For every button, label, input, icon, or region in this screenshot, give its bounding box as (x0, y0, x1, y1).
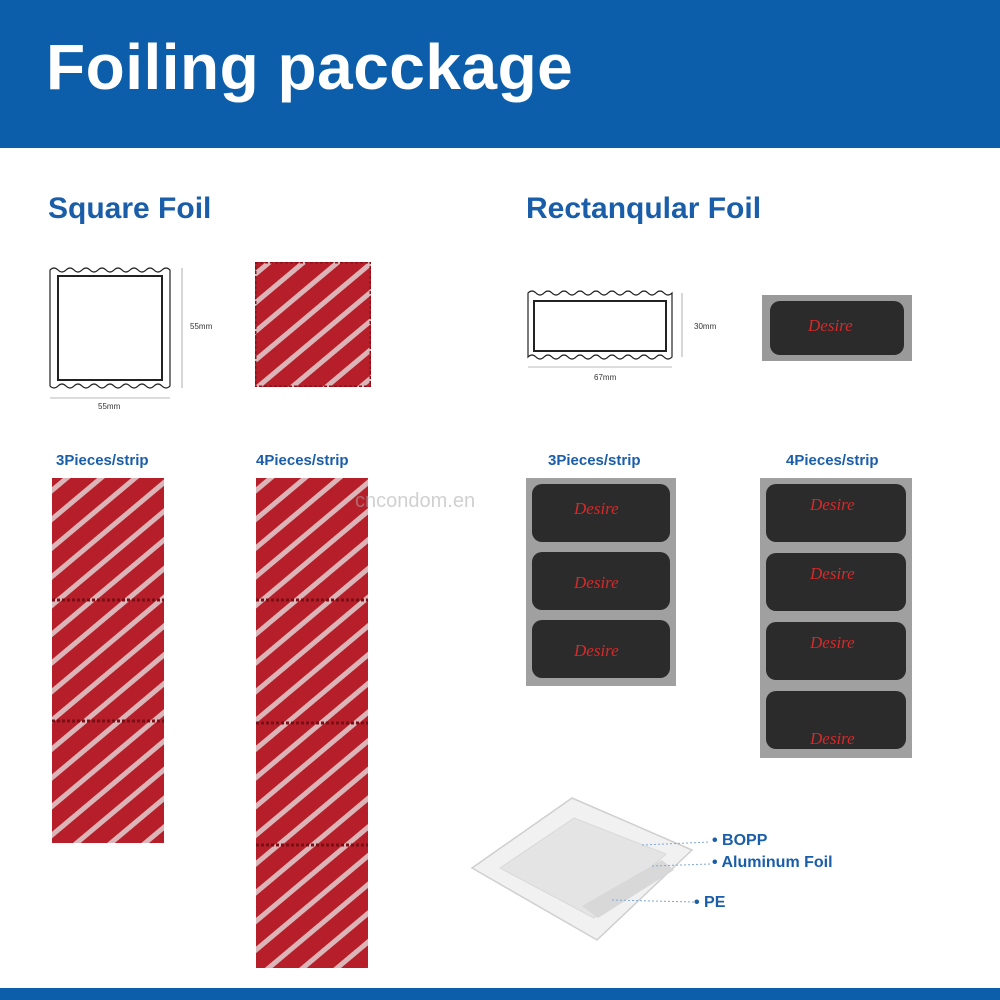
svg-text:Desire: Desire (573, 499, 619, 518)
square-foil-diagram (49, 267, 183, 399)
page-title: Foiling pacckage (46, 31, 574, 103)
square-strip4-label: 4Pieces/strip (256, 452, 349, 469)
square-width-label: 55mm (98, 402, 121, 411)
layer-label-bopp: • BOPP (712, 832, 768, 849)
header-banner: Foiling pacckage (0, 0, 1000, 148)
svg-text:Desire: Desire (573, 573, 619, 592)
watermark: cncondom.en (355, 490, 476, 512)
svg-text:Desire: Desire (809, 729, 855, 748)
svg-text:Desire: Desire (573, 641, 619, 660)
rect-strip3-label: 3Pieces/strip (548, 452, 641, 469)
svg-text:Desire: Desire (809, 633, 855, 652)
square-foil-title: Square Foil (48, 192, 212, 225)
svg-text:Desire: Desire (809, 495, 855, 514)
rect-foil-diagram (527, 290, 683, 368)
square-foil-single-photo (255, 262, 371, 387)
foil-layers-illustration (470, 797, 711, 941)
layer-label-aluminum-foil: • Aluminum Foil (712, 854, 833, 871)
svg-text:Desire: Desire (809, 564, 855, 583)
rect-foil-single-photo: Desire (762, 295, 912, 361)
desire-brand-text: Desire (807, 316, 853, 335)
rect-foil-title: Rectanqular Foil (526, 192, 762, 225)
rect-strip3-photo: Desire Desire Desire (526, 478, 676, 686)
square-strip3-label: 3Pieces/strip (56, 452, 149, 469)
square-height-label: 55mm (190, 322, 213, 331)
rect-strip4-label: 4Pieces/strip (786, 452, 879, 469)
layer-label-pe: • PE (694, 894, 726, 911)
rect-width-label: 67mm (594, 373, 617, 382)
square-strip4-photo (256, 478, 368, 968)
square-strip3-photo (52, 478, 164, 843)
rect-height-label: 30mm (694, 322, 717, 331)
footer-bar (0, 988, 1000, 1000)
rect-strip4-photo: Desire Desire Desire Desire (760, 478, 912, 758)
